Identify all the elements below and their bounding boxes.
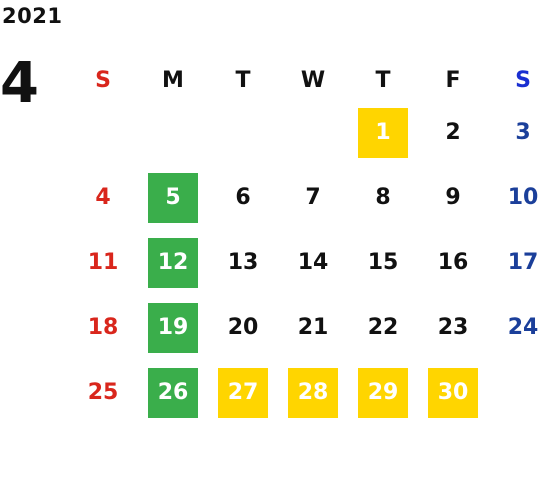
weekday-tuesday: T [235,67,251,93]
day-cell: 10 [488,165,548,230]
day-number: 24 [507,315,539,340]
day-number: 28 [288,367,338,418]
weekday-wednesday: W [300,67,326,93]
day-cell [68,100,138,165]
day-cell-highlight: 5 [138,165,208,230]
day-cell: 14 [278,230,348,295]
weekday-sunday: S [95,67,111,93]
calendar-grid: S M T W T F S 1 2 3 4 5 6 7 8 9 10 11 12… [68,60,548,425]
day-cell: 6 [208,165,278,230]
day-cell-holiday: 30 [418,360,488,425]
day-cell: 21 [278,295,348,360]
day-cell: 7 [278,165,348,230]
day-cell: 24 [488,295,548,360]
day-cell: 13 [208,230,278,295]
day-number: 4 [95,185,111,210]
day-number: 21 [297,315,329,340]
day-number: 20 [227,315,259,340]
day-number: 22 [367,315,399,340]
day-cell: 17 [488,230,548,295]
day-cell [138,100,208,165]
day-number: 6 [235,185,251,210]
day-number: 13 [227,250,259,275]
day-number: 11 [87,250,119,275]
day-number [218,108,268,158]
day-number: 18 [87,315,119,340]
day-cell-holiday: 29 [348,360,418,425]
day-cell: 16 [418,230,488,295]
day-cell-highlight: 12 [138,230,208,295]
day-number: 5 [148,172,198,223]
day-number: 27 [218,367,268,418]
day-number: 12 [148,237,198,288]
day-cell [278,100,348,165]
day-number: 10 [507,185,539,210]
day-cell: 9 [418,165,488,230]
year-label: 2021 [2,4,63,28]
weekday-friday: F [445,67,461,93]
month-number: 4 [0,51,39,116]
day-cell-holiday: 1 [348,100,418,165]
day-number: 7 [305,185,321,210]
day-cell: 20 [208,295,278,360]
weekday-thursday: T [375,67,391,93]
day-cell-holiday: 28 [278,360,348,425]
day-cell-holiday: 27 [208,360,278,425]
day-number: 19 [148,302,198,353]
day-number: 17 [507,250,539,275]
day-cell [488,360,548,425]
day-number: 25 [87,380,119,405]
day-cell: 22 [348,295,418,360]
day-number [148,108,198,158]
weekday-saturday: S [515,67,531,93]
day-cell: 4 [68,165,138,230]
day-cell: 25 [68,360,138,425]
day-number: 29 [358,367,408,418]
day-number: 8 [375,185,391,210]
day-number: 30 [428,367,478,418]
day-number: 2 [445,120,461,145]
day-number: 16 [437,250,469,275]
day-cell: 3 [488,100,548,165]
day-cell: 18 [68,295,138,360]
day-number: 9 [445,185,461,210]
day-cell [208,100,278,165]
day-number: 14 [297,250,329,275]
day-cell: 15 [348,230,418,295]
day-cell: 8 [348,165,418,230]
day-number: 1 [358,107,408,158]
day-cell-highlight: 26 [138,360,208,425]
day-number: 15 [367,250,399,275]
day-number: 3 [515,120,531,145]
day-number [78,108,128,158]
day-number [288,108,338,158]
day-cell: 11 [68,230,138,295]
day-number: 26 [148,367,198,418]
day-cell: 2 [418,100,488,165]
weekday-monday: M [162,67,184,93]
day-number [498,368,548,418]
day-cell-highlight: 19 [138,295,208,360]
day-number: 23 [437,315,469,340]
day-cell: 23 [418,295,488,360]
